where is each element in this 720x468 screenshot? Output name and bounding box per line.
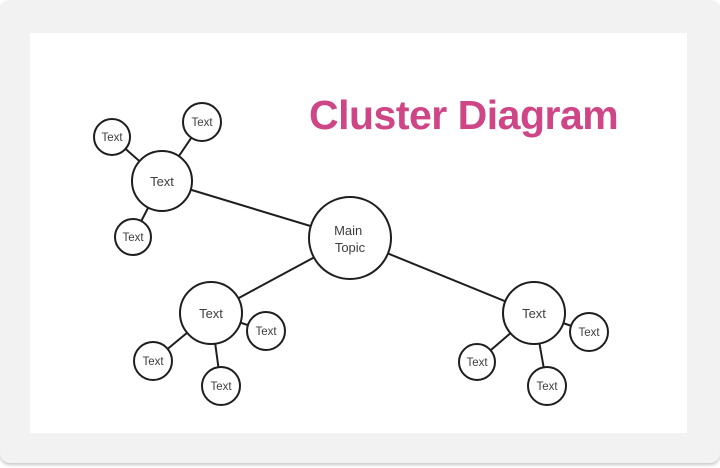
cluster-c-leaf-node[interactable]: Text: [458, 343, 496, 381]
cluster-b-leaf-3-label: Text: [210, 381, 232, 393]
cluster-a-leaf-2-circle[interactable]: [182, 102, 222, 142]
cluster-b-leaf-1-label: Text: [255, 326, 277, 338]
page-title: Cluster Diagram: [309, 92, 619, 138]
cluster-c-leaf-1-circle[interactable]: [569, 312, 609, 352]
cluster-b-leaf-3-circle[interactable]: [201, 366, 241, 406]
cluster-c-leaf-node[interactable]: Text: [527, 366, 567, 406]
cluster-c-leaf-2-label: Text: [466, 357, 488, 369]
cluster-a-hub-node[interactable]: Text: [131, 150, 193, 212]
main-topic-circle[interactable]: [308, 196, 392, 280]
cluster-a-leaf-3-circle[interactable]: [114, 218, 152, 256]
cluster-b-leaf-node[interactable]: Text: [246, 311, 286, 351]
cluster-b-hub-label: Text: [199, 306, 223, 321]
cluster-a-leaf-2-label: Text: [191, 117, 213, 129]
cluster-b-leaf-node[interactable]: Text: [133, 341, 173, 381]
cluster-b-leaf-2-label: Text: [142, 356, 164, 368]
cluster-a-leaf-node[interactable]: Text: [114, 218, 152, 256]
cluster-a-leaf-3-label: Text: [122, 232, 144, 244]
cluster-c-leaf-node[interactable]: Text: [569, 312, 609, 352]
main-topic-label: Main Topic: [334, 223, 366, 255]
cluster-b-leaf-2-circle[interactable]: [133, 341, 173, 381]
cluster-c-hub-label: Text: [522, 306, 546, 321]
cluster-c-leaf-3-label: Text: [536, 381, 558, 393]
cluster-b-leaf-node[interactable]: Text: [201, 366, 241, 406]
cluster-c-leaf-1-label: Text: [578, 327, 600, 339]
cluster-a-leaf-1-circle[interactable]: [93, 118, 131, 156]
main-topic-node[interactable]: Main Topic: [308, 196, 392, 280]
cluster-c-hub-node[interactable]: Text: [502, 281, 566, 345]
cluster-b-hub-circle[interactable]: [179, 281, 243, 345]
cluster-c-leaf-3-circle[interactable]: [527, 366, 567, 406]
cluster-b-leaf-1-circle[interactable]: [246, 311, 286, 351]
cluster-b-hub-node[interactable]: Text: [179, 281, 243, 345]
cluster-a-hub-label: Text: [150, 174, 174, 189]
cluster-a-leaf-node[interactable]: Text: [182, 102, 222, 142]
cluster-c-leaf-2-circle[interactable]: [458, 343, 496, 381]
cluster-a-leaf-node[interactable]: Text: [93, 118, 131, 156]
cluster-c-hub-circle[interactable]: [502, 281, 566, 345]
cluster-a-hub-circle[interactable]: [131, 150, 193, 212]
cluster-a-leaf-1-label: Text: [101, 132, 123, 144]
